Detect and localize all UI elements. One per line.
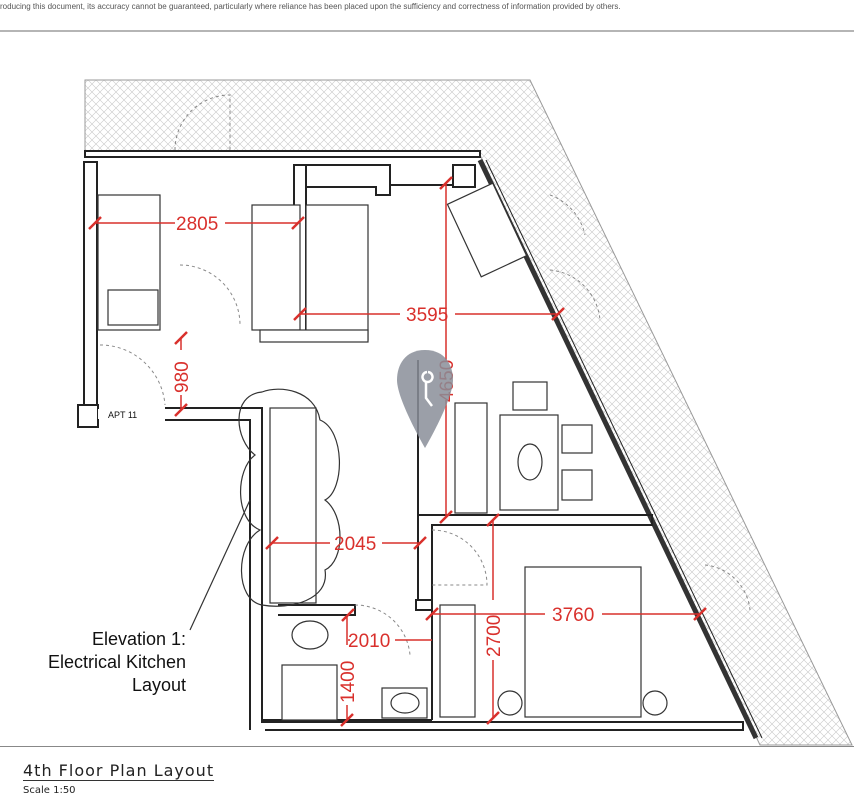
header-divider — [0, 30, 854, 32]
dim-3760: 3760 — [552, 605, 594, 626]
plan-scale: Scale 1:50 — [23, 785, 76, 796]
dim-1400: 1400 — [338, 661, 359, 703]
elevation-note-line1: Elevation 1: — [92, 629, 186, 649]
dim-2045: 2045 — [334, 534, 376, 555]
disclaimer-text: roducing this document, its accuracy can… — [0, 2, 621, 11]
apartment-label: APT 11 — [108, 410, 137, 420]
map-pin-icon[interactable] — [397, 350, 453, 448]
dim-980: 980 — [172, 361, 193, 393]
elevation-note-line3: Layout — [132, 675, 186, 695]
elevation-note-line2: Electrical Kitchen — [48, 652, 186, 672]
kitchen-cloud — [189, 388, 341, 631]
footer-divider — [0, 746, 854, 747]
dim-2700: 2700 — [484, 615, 505, 657]
dimension-lines — [88, 176, 707, 727]
plan-title: 4th Floor Plan Layout — [23, 761, 215, 781]
door-swings — [99, 94, 751, 656]
dim-2805: 2805 — [176, 214, 218, 235]
dim-3595: 3595 — [406, 305, 448, 326]
furniture — [97, 182, 668, 721]
dim-2010: 2010 — [348, 631, 390, 652]
